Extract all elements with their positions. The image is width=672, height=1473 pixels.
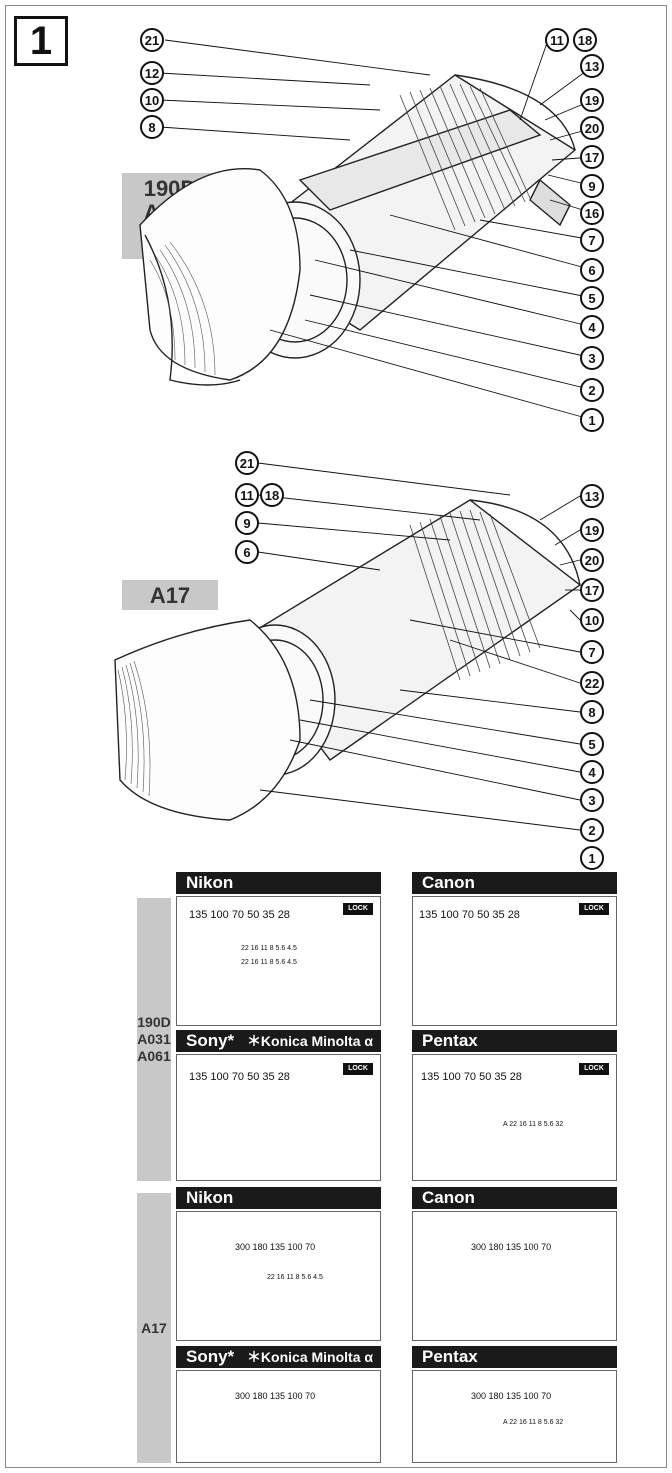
sony-note: ＊Konica Minolta α: [246, 1349, 373, 1365]
mount-panel-nikon-top: 135 100 70 50 35 28 LOCK 22 16 11 8 5.6 …: [176, 896, 381, 1026]
page-frame: [5, 5, 667, 1468]
brand-label: Canon: [422, 1188, 475, 1207]
brand-canon-a17: Canon: [412, 1187, 617, 1209]
brand-label: Nikon: [186, 1188, 234, 1207]
model-label-a17: A17: [122, 580, 218, 610]
aperture-scale-2: 22 16 11 8 5.6 4.5: [241, 959, 297, 966]
callout-20-a17: 20: [580, 548, 604, 572]
aperture-scale: 22 16 11 8 5.6 4.5: [241, 945, 297, 952]
lens-illustration-top: [139, 39, 594, 421]
aperture-scale: 22 16 11 8 5.6 4.5: [267, 1274, 323, 1281]
callout-20-top: 20: [580, 116, 604, 140]
callout-4-a17: 4: [580, 760, 604, 784]
callout-16-top: 16: [580, 201, 604, 225]
callout-17-top: 17: [580, 145, 604, 169]
callout-18-top: 18: [573, 28, 597, 52]
brand-label: Canon: [422, 873, 475, 892]
lock-switch: LOCK: [579, 1063, 609, 1075]
brand-sony-a17: Sony* ＊Konica Minolta α: [176, 1346, 381, 1368]
callout-2-top: 2: [580, 378, 604, 402]
mount-model-label-top: 190D A031 A061: [137, 898, 171, 1181]
lock-switch: LOCK: [343, 1063, 373, 1075]
callout-7-top: 7: [580, 228, 604, 252]
focal-scale: 135 100 70 50 35 28: [189, 1071, 290, 1083]
figure-number: 1: [14, 16, 68, 66]
callout-22-a17: 22: [580, 671, 604, 695]
lock-switch: LOCK: [579, 903, 609, 915]
callout-7-a17: 7: [580, 640, 604, 664]
focal-scale: 300 180 135 100 70: [235, 1242, 316, 1252]
brand-label: Pentax: [422, 1347, 478, 1366]
mount-panel-canon-a17: 300 180 135 100 70: [412, 1211, 617, 1341]
callout-21-a17: 21: [235, 451, 259, 475]
callout-5-a17: 5: [580, 732, 604, 756]
mount-model-label-a17: A17: [137, 1193, 171, 1463]
callout-1-top: 1: [580, 408, 604, 432]
callout-21-top: 21: [140, 28, 164, 52]
callout-11-a17: 11: [235, 483, 259, 507]
callout-2-a17: 2: [580, 818, 604, 842]
focal-scale: 135 100 70 50 35 28: [189, 909, 290, 921]
focal-scale: 300 180 135 100 70: [235, 1391, 316, 1401]
callout-8-a17: 8: [580, 700, 604, 724]
mount-panel-pentax-top: 135 100 70 50 35 28 LOCK A 22 16 11 8 5.…: [412, 1054, 617, 1181]
mount-panel-canon-top: 135 100 70 50 35 28 LOCK: [412, 896, 617, 1026]
callout-19-top: 19: [580, 88, 604, 112]
sony-note: ＊Konica Minolta α: [246, 1033, 373, 1049]
mount-panel-nikon-a17: 300 180 135 100 70 22 16 11 8 5.6 4.5: [176, 1211, 381, 1341]
mount-panel-sony-top: 135 100 70 50 35 28 LOCK: [176, 1054, 381, 1181]
callout-9-a17: 9: [235, 511, 259, 535]
brand-label: Nikon: [186, 873, 234, 892]
brand-pentax-top: Pentax: [412, 1030, 617, 1052]
callout-9-top: 9: [580, 174, 604, 198]
callout-6-top: 6: [580, 258, 604, 282]
callout-4-top: 4: [580, 315, 604, 339]
focal-scale: 300 180 135 100 70: [471, 1391, 552, 1401]
pentax-aperture-scale: A 22 16 11 8 5.6 32: [503, 1419, 564, 1426]
callout-1-a17: 1: [580, 846, 604, 870]
callout-11-top: 11: [545, 28, 569, 52]
brand-canon-top: Canon: [412, 872, 617, 894]
lens-illustration-a17: [114, 462, 582, 831]
lock-switch: LOCK: [343, 903, 373, 915]
callout-3-a17: 3: [580, 788, 604, 812]
mount-panel-pentax-a17: 300 180 135 100 70 A 22 16 11 8 5.6 32: [412, 1370, 617, 1463]
brand-nikon-top: Nikon: [176, 872, 381, 894]
brand-label: Sony*: [186, 1347, 235, 1366]
callout-8-top: 8: [140, 115, 164, 139]
callout-18-a17: 18: [260, 483, 284, 507]
callout-13-a17: 13: [580, 484, 604, 508]
mount-panel-sony-a17: 300 180 135 100 70: [176, 1370, 381, 1463]
pentax-aperture-scale: A 22 16 11 8 5.6 32: [503, 1121, 564, 1128]
brand-sony-top: Sony* ＊Konica Minolta α: [176, 1030, 381, 1052]
callout-3-top: 3: [580, 346, 604, 370]
brand-label: Pentax: [422, 1031, 478, 1050]
callout-5-top: 5: [580, 286, 604, 310]
focal-scale: 135 100 70 50 35 28: [419, 909, 520, 921]
focal-scale: 135 100 70 50 35 28: [421, 1071, 522, 1083]
callout-13-top: 13: [580, 54, 604, 78]
callout-10-a17: 10: [580, 608, 604, 632]
callout-6-a17: 6: [235, 540, 259, 564]
callout-19-a17: 19: [580, 518, 604, 542]
brand-pentax-a17: Pentax: [412, 1346, 617, 1368]
callout-10-top: 10: [140, 88, 164, 112]
focal-scale: 300 180 135 100 70: [471, 1242, 552, 1252]
callout-17-a17: 17: [580, 578, 604, 602]
callout-12-top: 12: [140, 61, 164, 85]
brand-label: Sony*: [186, 1031, 235, 1050]
brand-nikon-a17: Nikon: [176, 1187, 381, 1209]
